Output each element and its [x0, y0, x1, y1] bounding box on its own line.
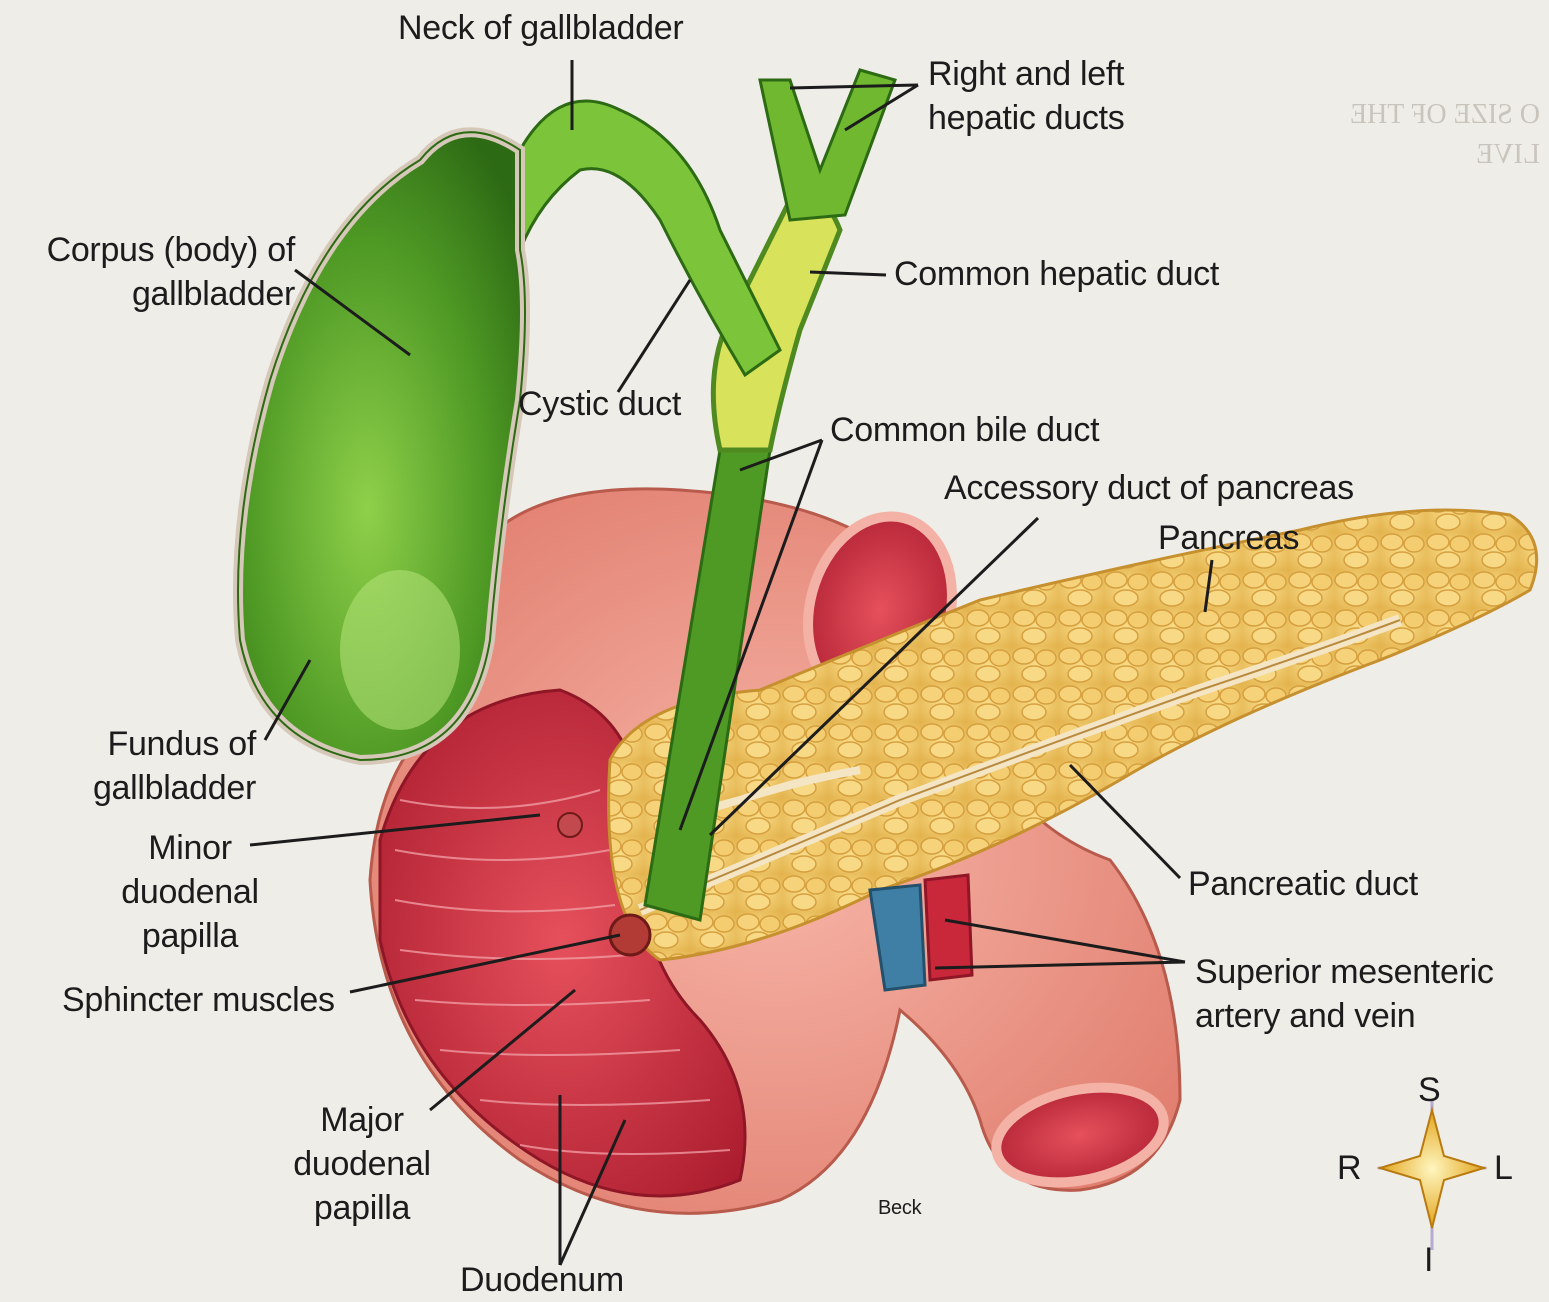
- label-major-duodenal-papilla: Major duodenal papilla: [262, 1098, 462, 1230]
- label-pancreas: Pancreas: [1158, 516, 1299, 560]
- orientation-compass-star: [1378, 1100, 1486, 1250]
- hepatic-ducts: [760, 70, 895, 220]
- fundus-highlight: [340, 570, 460, 730]
- label-neck-of-gallbladder: Neck of gallbladder: [398, 6, 683, 50]
- label-corpus-of-gallbladder: Corpus (body) of gallbladder: [10, 228, 295, 316]
- label-minor-duodenal-papilla: Minor duodenal papilla: [90, 826, 290, 958]
- minor-papilla-mark: [558, 813, 582, 837]
- label-hepatic-ducts: Right and left hepatic ducts: [928, 52, 1124, 140]
- label-common-bile-duct: Common bile duct: [830, 408, 1099, 452]
- label-fundus-of-gallbladder: Fundus of gallbladder: [20, 722, 256, 810]
- label-common-hepatic-duct: Common hepatic duct: [894, 252, 1219, 296]
- sm-artery: [925, 875, 972, 980]
- label-sphincter-muscles: Sphincter muscles: [62, 978, 335, 1022]
- cystic-duct: [520, 101, 780, 375]
- label-accessory-duct: Accessory duct of pancreas: [944, 466, 1354, 510]
- label-superior-mesenteric: Superior mesenteric artery and vein: [1195, 950, 1494, 1038]
- compass-left: L: [1494, 1146, 1513, 1190]
- compass-right: R: [1337, 1146, 1361, 1190]
- label-pancreatic-duct: Pancreatic duct: [1188, 862, 1418, 906]
- compass-superior: S: [1418, 1068, 1440, 1112]
- label-cystic-duct: Cystic duct: [518, 382, 681, 426]
- artist-signature: Beck: [878, 1196, 921, 1220]
- compass-inferior: I: [1424, 1238, 1433, 1282]
- label-duodenum: Duodenum: [460, 1258, 624, 1302]
